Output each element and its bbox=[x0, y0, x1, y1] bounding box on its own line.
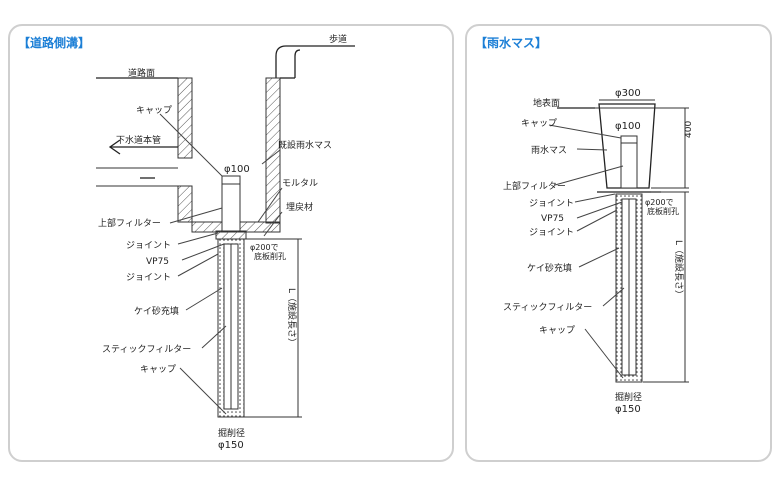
label-vp75: VP75 bbox=[146, 257, 169, 267]
label-road-surface: 道路面 bbox=[128, 67, 155, 79]
road-gutter-title: 【道路側溝】 bbox=[18, 36, 91, 50]
label-cap-bottom-r: キャップ bbox=[539, 325, 575, 336]
label-dim400: 400 bbox=[684, 121, 694, 138]
label-length-r: L（施設長さ） bbox=[673, 240, 685, 299]
gutter-wall-left-lower bbox=[177, 185, 193, 223]
label-mortar: モルタル bbox=[282, 178, 318, 189]
sewer-arrow-head bbox=[108, 139, 121, 155]
joint-upper bbox=[215, 230, 247, 240]
rain-basin-title: 【雨水マス】 bbox=[475, 36, 548, 50]
label-basin-r: 雨水マス bbox=[531, 144, 567, 156]
label-dia100-r: φ100 bbox=[615, 121, 641, 132]
label-backfill: 埋戻材 bbox=[286, 201, 313, 213]
leader-vp75-r bbox=[576, 201, 623, 219]
label-joint1-r: ジョイント bbox=[529, 199, 574, 209]
label-cap-bottom: キャップ bbox=[140, 364, 176, 375]
road-gutter-panel: 【道路側溝】 bbox=[8, 24, 454, 462]
leader-upper-filter bbox=[169, 207, 223, 224]
leader-stick-filter-r bbox=[602, 287, 625, 307]
leader-cap-bottom bbox=[179, 367, 227, 415]
leader-silica bbox=[185, 287, 223, 311]
label-bottom-bore: 底板削孔 bbox=[254, 251, 286, 261]
leader-joint2-r bbox=[576, 209, 618, 232]
label-upper-filter: 上部フィルター bbox=[98, 217, 161, 229]
leader-cap-top-r bbox=[548, 124, 622, 139]
basin-outline bbox=[598, 103, 656, 189]
leader-cap-top bbox=[159, 113, 223, 177]
label-dia200-r: φ200で bbox=[645, 198, 674, 207]
leader-joint1 bbox=[177, 232, 219, 245]
rain-basin-diagram: 地表面 φ300 キャップ φ100 雨水マス 400 上部フィルター ジョイン… bbox=[503, 88, 694, 415]
label-sidewalk: 歩道 bbox=[329, 33, 347, 45]
leader-cap-bottom-r bbox=[584, 328, 624, 379]
leader-upper-filter-r bbox=[554, 165, 624, 186]
label-bottom-bore-r: 底板削孔 bbox=[647, 206, 679, 216]
label-length: L（施設長さ） bbox=[286, 288, 298, 347]
leader-joint2 bbox=[177, 253, 219, 277]
label-stick-filter: スティックフィルター bbox=[102, 344, 191, 355]
label-ground: 地表面 bbox=[533, 97, 560, 109]
leader-backfill bbox=[263, 211, 283, 237]
leader-vp75 bbox=[181, 243, 225, 261]
gutter-wall-left bbox=[177, 77, 193, 159]
label-joint2-r: ジョイント bbox=[529, 228, 574, 238]
sidewalk-curve bbox=[275, 45, 287, 78]
leader-silica-r bbox=[578, 247, 620, 268]
leader-existing-basin bbox=[261, 149, 281, 165]
leader-basin-r bbox=[576, 148, 608, 151]
rain-basin-panel: 【雨水マス】 bbox=[465, 24, 772, 462]
leader-joint1-r bbox=[574, 193, 616, 203]
label-bore-dia-r: φ150 bbox=[615, 404, 641, 415]
label-dia100: φ100 bbox=[224, 164, 250, 175]
label-joint2: ジョイント bbox=[126, 273, 171, 283]
label-stick-filter-r: スティックフィルター bbox=[503, 302, 592, 313]
label-bore-r: 掘削径 bbox=[615, 391, 642, 403]
leader-mortar bbox=[257, 187, 283, 223]
label-silica-r: ケイ砂充填 bbox=[527, 262, 572, 274]
label-dia200: φ200で bbox=[250, 243, 279, 252]
label-sewer-main: 下水道本管 bbox=[116, 134, 161, 146]
label-bore: 掘削径 bbox=[218, 427, 245, 439]
label-cap-top: キャップ bbox=[136, 105, 172, 116]
upper-filter-pipe-r bbox=[620, 135, 638, 189]
road-gutter-diagram: 歩道 道路面 キャップ 下水道本管 φ100 既設雨水マス モルタル 埋戻材 上… bbox=[96, 33, 355, 451]
label-cap-top-r: キャップ bbox=[521, 118, 557, 129]
label-dia300: φ300 bbox=[615, 88, 641, 99]
label-vp75-r: VP75 bbox=[541, 214, 564, 224]
leader-stick-filter bbox=[201, 325, 227, 349]
label-joint1: ジョイント bbox=[126, 241, 171, 251]
label-existing-basin: 既設雨水マス bbox=[278, 139, 332, 151]
label-silica: ケイ砂充填 bbox=[134, 305, 179, 317]
sidewalk-curve-inner bbox=[294, 49, 301, 78]
label-bore-dia: φ150 bbox=[218, 440, 244, 451]
label-upper-filter-r: 上部フィルター bbox=[503, 180, 566, 192]
